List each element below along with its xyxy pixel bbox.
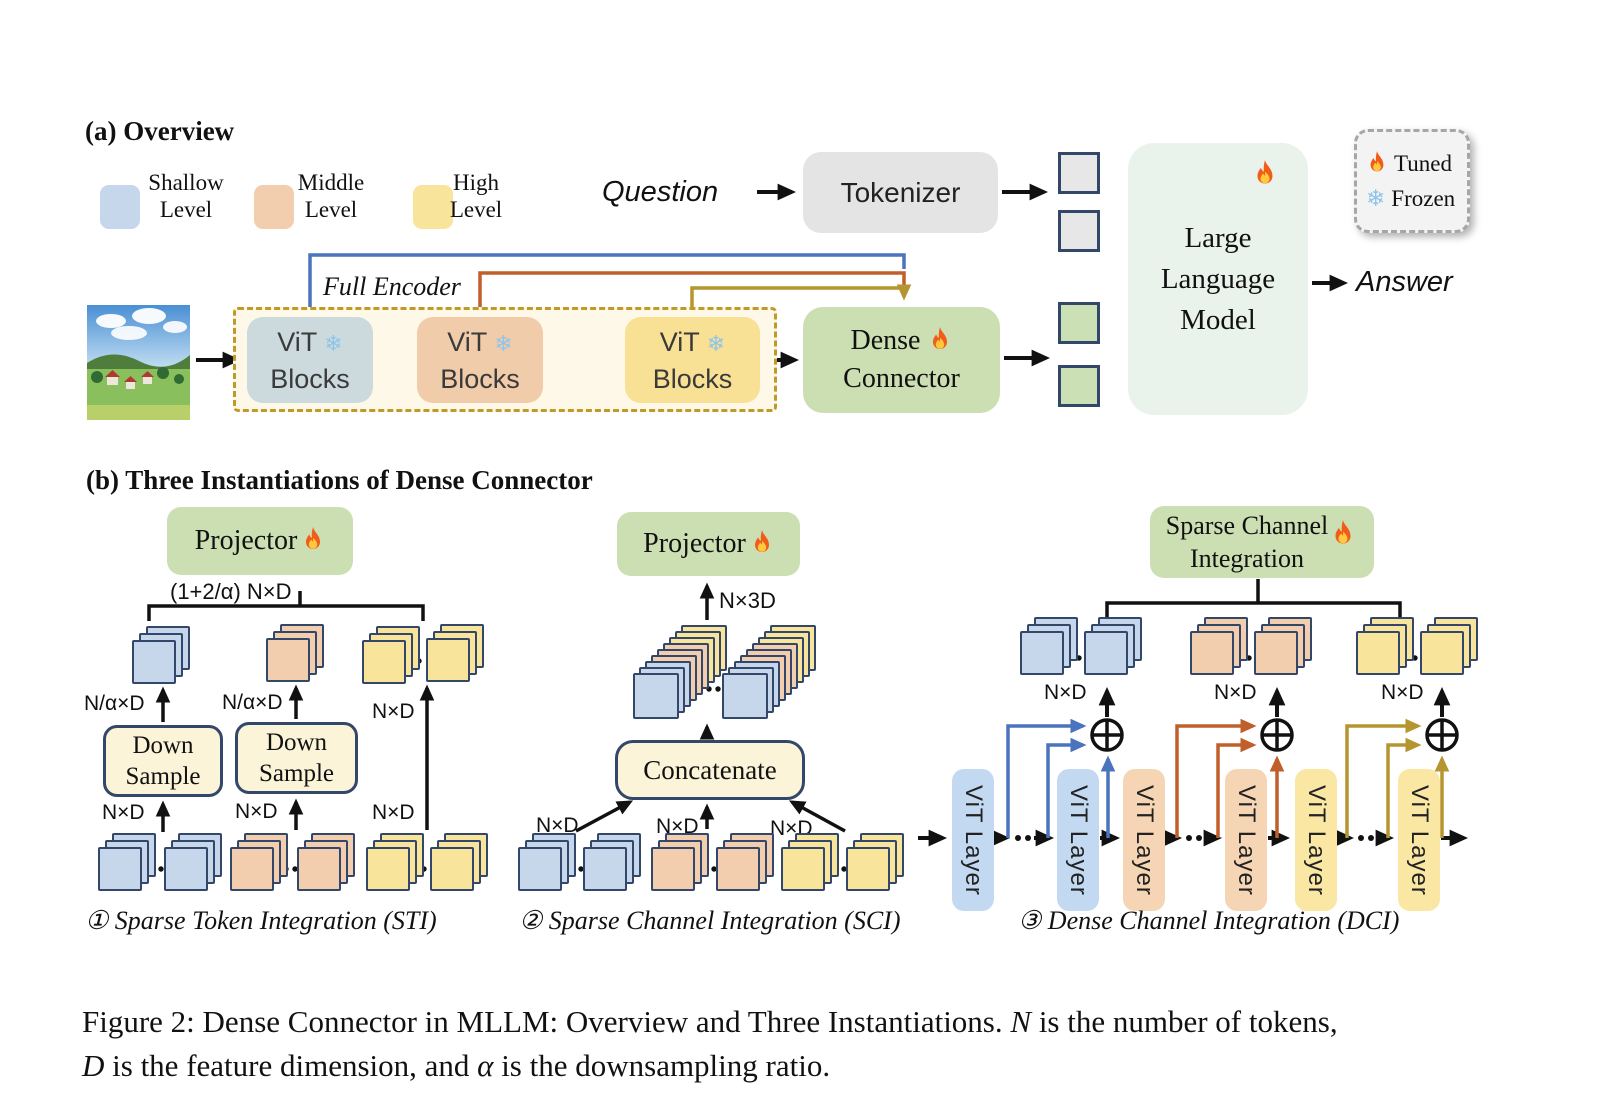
input-image bbox=[87, 305, 190, 420]
token-stack-middle bbox=[1190, 617, 1248, 675]
sci-dim-label: N×3D bbox=[719, 588, 776, 613]
sci-dim-label: N×D bbox=[656, 815, 699, 838]
tokenizer-box: Tokenizer bbox=[803, 152, 998, 233]
token-stack-high bbox=[366, 833, 424, 891]
dci-dim-label: N×D bbox=[1214, 681, 1257, 704]
sti-caption: ① Sparse Token Integration (STI) bbox=[85, 906, 437, 935]
sum-node-icon bbox=[1260, 718, 1294, 752]
sti-dim-label: N/α×D bbox=[222, 691, 283, 714]
token-stack-shallow bbox=[1020, 617, 1078, 675]
token-stack-middle bbox=[1254, 617, 1312, 675]
legend-swatch-high bbox=[413, 185, 453, 229]
llm-box: Large Language Model bbox=[1128, 143, 1308, 415]
dci-sum-nodes bbox=[1090, 718, 1459, 752]
section-b-title: (b) Three Instantiations of Dense Connec… bbox=[86, 465, 593, 495]
token-stack-high bbox=[362, 626, 420, 684]
tuned-row: Tuned bbox=[1366, 151, 1467, 177]
sci-concatenate-box: Concatenate bbox=[615, 740, 805, 800]
dci-integration-box: Sparse Channel Integration bbox=[1150, 506, 1374, 578]
text-token bbox=[1058, 152, 1100, 194]
legend-label-middle: Middle Level bbox=[297, 170, 365, 222]
snowflake-icon: ❄ bbox=[494, 331, 513, 357]
vit-layer-shallow: ViT Layer bbox=[952, 769, 994, 911]
vit-blocks-middle: ViT ❄ Blocks bbox=[417, 317, 543, 403]
legend-swatch-shallow bbox=[100, 185, 140, 229]
fire-icon bbox=[1335, 520, 1351, 544]
token-stack-middle bbox=[266, 624, 324, 682]
token-stack-high bbox=[781, 833, 839, 891]
sci-caption: ② Sparse Channel Integration (SCI) bbox=[519, 906, 901, 935]
tuned-frozen-legend: Tuned ❄ Frozen bbox=[1354, 129, 1470, 233]
token-stack-shallow bbox=[518, 833, 576, 891]
token-stack-high bbox=[1420, 617, 1478, 675]
sti-dim-label: N×D bbox=[372, 801, 415, 824]
token-stack-middle bbox=[297, 833, 355, 891]
sci-dim-label: N×D bbox=[536, 814, 579, 837]
dci-bracket bbox=[1105, 579, 1402, 618]
question-label: Question bbox=[602, 176, 719, 208]
fire-icon bbox=[1257, 160, 1273, 184]
token-stack-high bbox=[1356, 617, 1414, 675]
token-stack-high bbox=[846, 833, 904, 891]
text-token bbox=[1058, 210, 1100, 252]
sti-dim-label: N×D bbox=[372, 700, 415, 723]
sti-projector-box: Projector bbox=[167, 507, 353, 575]
section-a-title: (a) Overview bbox=[85, 116, 235, 146]
dci-dim-label: N×D bbox=[1381, 681, 1424, 704]
token-stack-high bbox=[430, 833, 488, 891]
token-stack-middle bbox=[651, 833, 709, 891]
sti-bracket-label: (1+2/α) N×D bbox=[170, 579, 292, 604]
legend-swatch-middle bbox=[254, 185, 294, 229]
sti-dim-label: N/α×D bbox=[84, 692, 145, 715]
token-stack-high bbox=[426, 624, 484, 682]
fire-icon bbox=[754, 530, 769, 552]
token-stack-shallow bbox=[132, 626, 190, 684]
figure-caption-line1: Figure 2: Dense Connector in MLLM: Overv… bbox=[82, 1004, 1338, 1039]
dense-connector-box: Dense Connector bbox=[803, 307, 1000, 413]
sum-node-icon bbox=[1090, 718, 1124, 752]
fire-icon bbox=[1370, 150, 1384, 171]
concatenated-stack bbox=[722, 625, 818, 721]
vit-layer-middle: ViT Layer bbox=[1225, 769, 1267, 911]
token-stack-shallow bbox=[1084, 617, 1142, 675]
figure-caption-line2: D is the feature dimension, and α is the… bbox=[82, 1048, 831, 1083]
vit-blocks-shallow: ViT ❄ Blocks bbox=[247, 317, 373, 403]
var-n: N bbox=[1010, 1004, 1032, 1039]
snowflake-icon: ❄ bbox=[324, 331, 343, 357]
token-stack-middle bbox=[230, 833, 288, 891]
var-alpha: α bbox=[477, 1048, 494, 1083]
fire-icon bbox=[306, 527, 321, 549]
var-d: D bbox=[82, 1048, 105, 1083]
legend-label-high: High Level bbox=[449, 170, 503, 222]
fire-icon bbox=[933, 327, 948, 349]
frozen-row: ❄ Frozen bbox=[1366, 185, 1456, 212]
sci-projector-box: Projector bbox=[617, 512, 800, 576]
token-stack-middle bbox=[716, 833, 774, 891]
vit-layer-shallow: ViT Layer bbox=[1057, 769, 1099, 911]
answer-label: Answer bbox=[1356, 266, 1453, 298]
token-stack-shallow bbox=[98, 833, 156, 891]
full-encoder-label: Full Encoder bbox=[323, 272, 461, 301]
token-stack-shallow bbox=[583, 833, 641, 891]
visual-token bbox=[1058, 302, 1100, 344]
visual-token bbox=[1058, 365, 1100, 407]
sti-dim-label: N×D bbox=[235, 800, 278, 823]
sum-node-icon bbox=[1425, 718, 1459, 752]
dci-dim-label: N×D bbox=[1044, 681, 1087, 704]
vit-layer-high: ViT Layer bbox=[1295, 769, 1337, 911]
sci-arrow-shallow-concat bbox=[575, 800, 634, 833]
token-stack-shallow bbox=[164, 833, 222, 891]
vit-blocks-high: ViT ❄ Blocks bbox=[625, 317, 760, 403]
concatenated-stack bbox=[633, 625, 729, 721]
sti-downsample-box: Down Sample bbox=[235, 722, 358, 794]
sti-dim-label: N×D bbox=[102, 801, 145, 824]
dci-caption: ③ Dense Channel Integration (DCI) bbox=[1018, 906, 1400, 935]
legend-label-shallow: Shallow Level bbox=[148, 170, 224, 222]
vit-layer-middle: ViT Layer bbox=[1123, 769, 1165, 911]
vit-layer-high: ViT Layer bbox=[1398, 769, 1440, 911]
snowflake-icon: ❄ bbox=[706, 331, 726, 357]
sti-downsample-box: Down Sample bbox=[103, 725, 223, 797]
snowflake-icon: ❄ bbox=[1366, 185, 1386, 212]
